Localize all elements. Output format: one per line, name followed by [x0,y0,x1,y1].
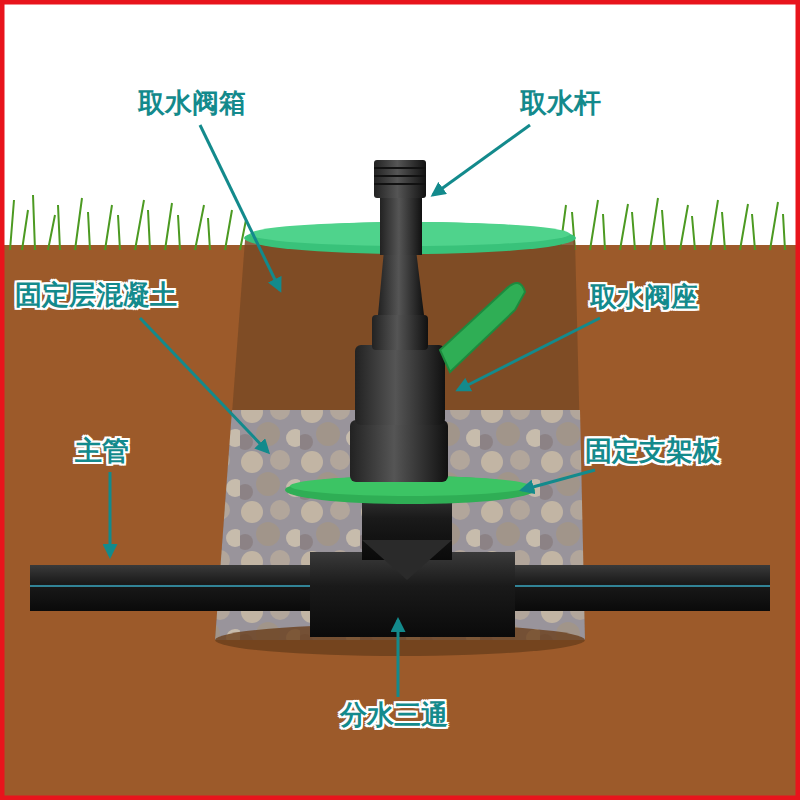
part-label: 固定层混凝土 [15,280,177,310]
part-label: 取水阀箱 [138,88,246,118]
part-label: 取水阀座 [590,282,698,312]
part-label: 主管 [75,436,129,466]
part-label: 分水三通 [340,700,448,730]
part-label: 取水杆 [520,88,601,118]
part-label: 固定支架板 [585,436,720,466]
